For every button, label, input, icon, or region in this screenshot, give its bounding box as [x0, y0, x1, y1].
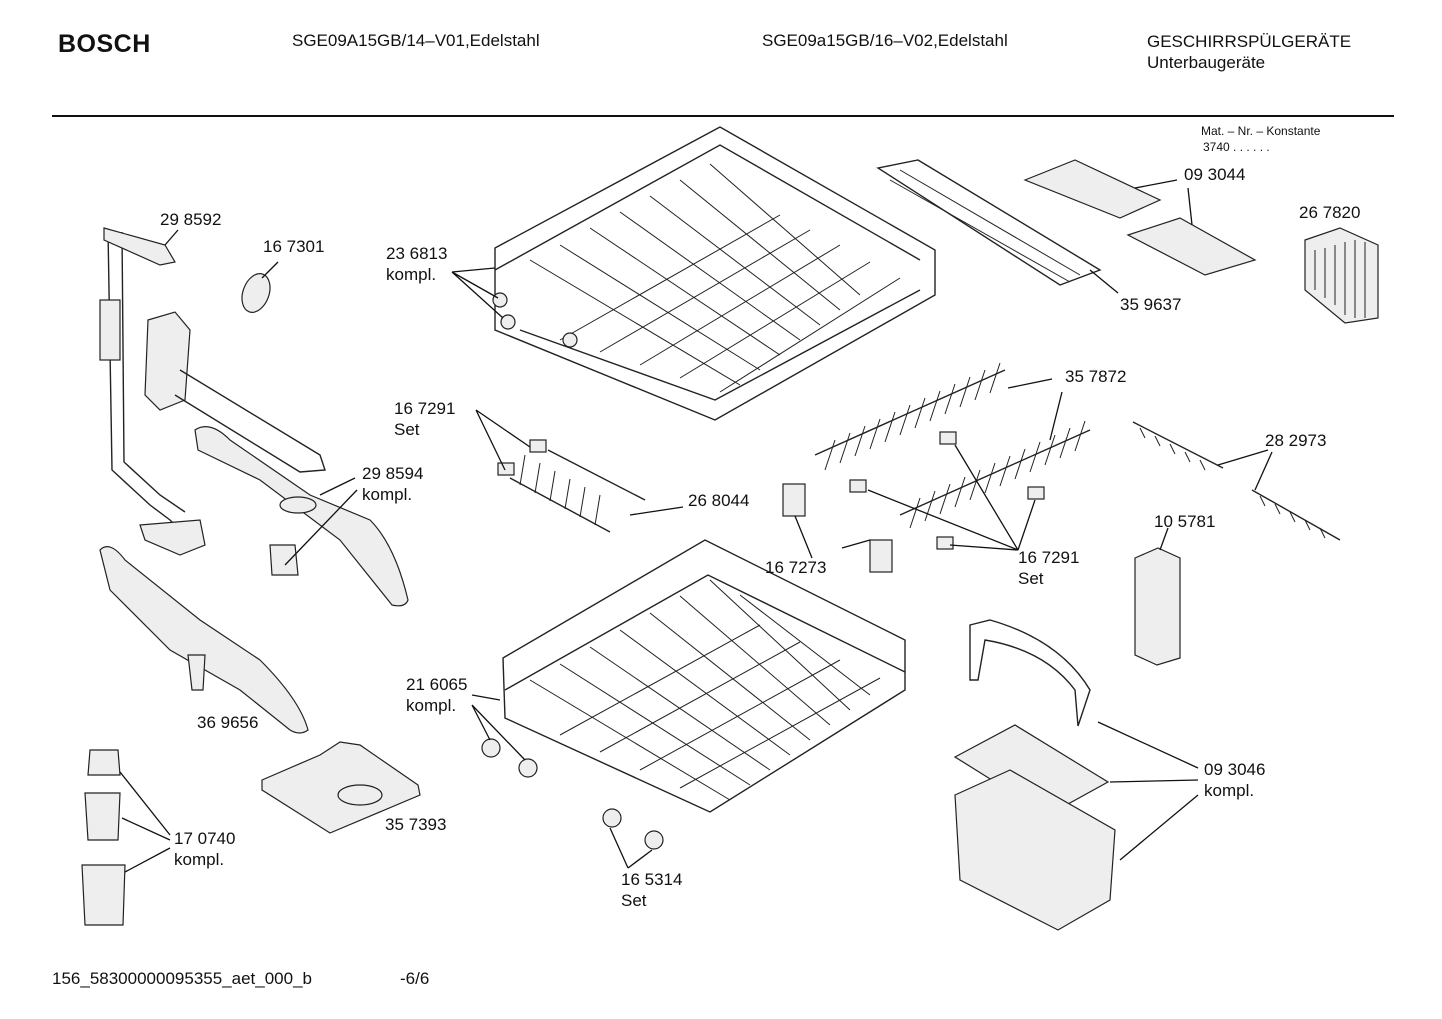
label-298594-number: 29 8594	[362, 464, 424, 483]
label-167291-right: 16 7291 Set	[1018, 547, 1079, 589]
label-167291-left-sub: Set	[394, 420, 420, 439]
model-right: SGE09a15GB/16–V02,Edelstahl	[762, 31, 1008, 50]
label-170740-number: 17 0740	[174, 829, 236, 848]
tray-insert-upper	[1023, 159, 1162, 219]
upper-spray-arm	[194, 426, 409, 607]
label-167291-left: 16 7291 Set	[394, 398, 455, 440]
clips-167291	[497, 431, 1045, 550]
label-282973: 28 2973	[1265, 431, 1327, 450]
small-cutlery-basket	[1304, 227, 1379, 324]
label-298594-sub: kompl.	[362, 485, 413, 504]
label-170740-sub: kompl.	[174, 850, 225, 869]
cutlery-insert	[1134, 547, 1181, 666]
label-105781: 10 5781	[1154, 512, 1216, 531]
mat-note-line2: 3740 . . . . . .	[1203, 140, 1270, 154]
label-165314: 16 5314 Set	[621, 869, 682, 911]
tine-row-upper	[814, 362, 1006, 471]
lower-spray-arm	[99, 546, 309, 734]
category-line2: Unterbaugeräte	[1147, 53, 1266, 72]
header-rule	[52, 115, 1394, 117]
label-298594: 29 8594 kompl.	[362, 463, 423, 505]
filter-disc-part	[241, 273, 271, 313]
label-167301: 16 7301	[263, 237, 325, 256]
label-357393: 35 7393	[385, 815, 447, 834]
footer-doc-id: 156_58300000095355_aet_000_b	[52, 969, 312, 988]
label-093046: 09 3046 kompl.	[1204, 759, 1265, 801]
label-167291-left-number: 16 7291	[394, 399, 456, 418]
label-216065-number: 21 6065	[406, 675, 468, 694]
upper-basket	[492, 126, 936, 421]
label-093046-number: 09 3046	[1204, 760, 1266, 779]
mat-note-line1: Mat. – Nr. – Konstante	[1201, 124, 1321, 138]
tray-insert-lower	[1126, 217, 1257, 276]
label-267820: 26 7820	[1299, 203, 1361, 222]
leader-lines	[119, 179, 1273, 873]
footer-page: -6/6	[400, 969, 430, 988]
model-left: SGE09A15GB/14–V01,Edelstahl	[292, 31, 540, 50]
label-357872: 35 7872	[1065, 367, 1127, 386]
label-170740: 17 0740 kompl.	[174, 828, 235, 870]
label-369656: 36 9656	[197, 713, 259, 732]
spray-arm-holder	[144, 311, 326, 473]
label-167291-right-sub: Set	[1018, 569, 1044, 588]
tine-rack-282973	[1132, 421, 1341, 541]
tine-row-small	[509, 449, 646, 533]
category: GESCHIRRSPÜLGERÄTE Unterbaugeräte	[1147, 31, 1351, 73]
brand-logo: BOSCH	[58, 30, 151, 58]
top-cutlery-tray	[876, 159, 1102, 286]
tine-row-lower	[899, 420, 1091, 529]
label-216065: 21 6065 kompl.	[406, 674, 467, 716]
lower-basket	[502, 539, 906, 813]
mat-note: Mat. – Nr. – Konstante 3740 . . . . . .	[1201, 123, 1320, 155]
label-236813-sub: kompl.	[386, 265, 437, 284]
filter-parts	[81, 749, 126, 926]
clips-167273	[782, 483, 893, 573]
wheels	[481, 738, 664, 850]
label-236813-number: 23 6813	[386, 244, 448, 263]
label-268044: 26 8044	[688, 491, 750, 510]
filter-plate	[261, 741, 421, 834]
label-359637: 35 9637	[1120, 295, 1182, 314]
label-165314-number: 16 5314	[621, 870, 683, 889]
label-165314-sub: Set	[621, 891, 647, 910]
label-236813: 23 6813 kompl.	[386, 243, 447, 285]
label-093044: 09 3044	[1184, 165, 1246, 184]
label-298592: 29 8592	[160, 210, 222, 229]
label-167273: 16 7273	[765, 558, 827, 577]
label-167291-right-number: 16 7291	[1018, 548, 1080, 567]
cutlery-basket-large	[953, 619, 1116, 931]
label-216065-sub: kompl.	[406, 696, 457, 715]
spray-tube-part	[99, 227, 206, 556]
label-093046-sub: kompl.	[1204, 781, 1255, 800]
category-line1: GESCHIRRSPÜLGERÄTE	[1147, 32, 1352, 51]
